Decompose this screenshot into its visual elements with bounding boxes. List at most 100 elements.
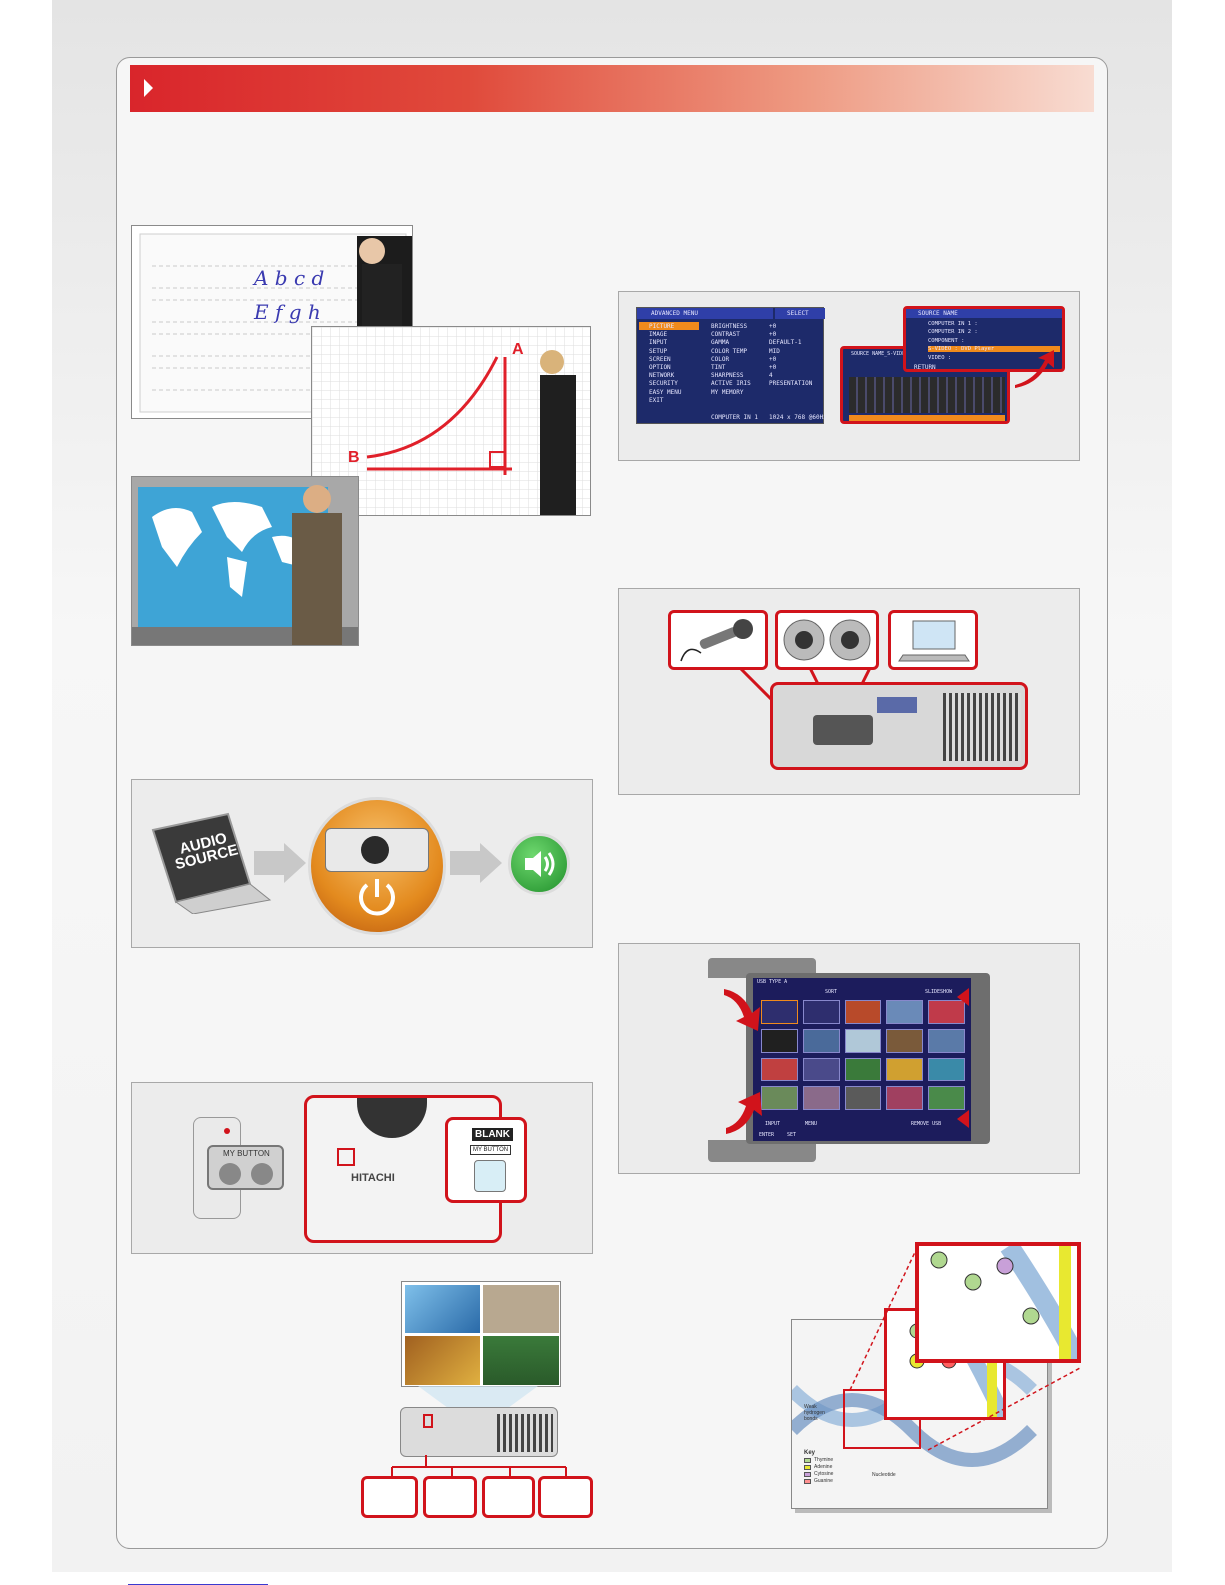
advanced-menu-right-item[interactable]: BRIGHTNESS (711, 323, 748, 330)
projector-small (400, 1407, 558, 1457)
advanced-menu-select: SELECT (787, 310, 809, 317)
advanced-menu-right-value: +0 (769, 364, 777, 371)
advanced-menu-right-item[interactable]: CONTRAST (711, 331, 740, 339)
usb-thumbnail-grid (761, 1000, 965, 1110)
dna-key-swatch (804, 1458, 811, 1463)
my-button-label: MY BUTTON (223, 1149, 270, 1158)
source-name-item[interactable]: COMPUTER IN 2 : (928, 329, 978, 336)
advanced-menu-right-value: +0 (769, 323, 777, 330)
advanced-menu-right-item[interactable]: COLOR (711, 355, 730, 363)
usb-enter: ENTER (759, 1132, 775, 1138)
board-text-row2: E f g h (254, 300, 321, 324)
advanced-menu-left-item[interactable]: SECURITY (649, 380, 678, 388)
dna-key-label: Cytosine (814, 1471, 834, 1477)
header-bar (130, 65, 1094, 112)
dna-weak-bonds: Weak hydrogen bonds (804, 1404, 825, 1422)
laptop-box (888, 610, 978, 670)
advanced-menu-right-item[interactable]: COLOR TEMP (711, 347, 748, 355)
microphone-icon (680, 619, 753, 662)
advanced-menu-left-item[interactable]: PICTURE (649, 323, 675, 330)
graph-label-a: A (512, 341, 524, 358)
blank-button-callout: BLANK MY BUTTON (445, 1117, 527, 1203)
world-map (132, 485, 358, 645)
laptop-audio-source-icon (151, 812, 272, 914)
dna-key-label: Guanine (814, 1478, 833, 1484)
projector-top-view: HITACHI (304, 1095, 502, 1243)
advanced-menu-right-item[interactable]: GAMMA (711, 339, 730, 347)
advanced-menu-right-value: +0 (769, 331, 777, 339)
pc-4 (538, 1476, 593, 1518)
advanced-menu-left-item[interactable]: EXIT (649, 396, 664, 404)
laptop-icon (898, 620, 970, 662)
usb-input: INPUT (765, 1121, 781, 1127)
graph-label-b: B (348, 449, 360, 466)
usb-back-grey-bottom (708, 1140, 816, 1162)
advanced-menu-left-item[interactable]: NETWORK (649, 372, 675, 380)
source-name-item[interactable]: COMPUTER IN 1 : (928, 321, 978, 327)
advanced-menu-left-item[interactable]: INPUT (649, 339, 668, 347)
advanced-menu-right-item[interactable]: ACTIVE IRIS (711, 380, 751, 388)
usb-remove: REMOVE USB (911, 1121, 942, 1127)
advanced-menu-left-item[interactable]: SETUP (649, 347, 668, 355)
advanced-menu-left-item[interactable]: IMAGE (649, 331, 668, 339)
source-name-back-title: SOURCE NAME_S-VIDEO (851, 351, 909, 357)
arrow-right-icon-2 (450, 843, 502, 883)
advanced-menu-right-value: +0 (769, 355, 777, 363)
projector-rear-panel (770, 682, 1028, 770)
source-name-item[interactable]: VIDEO : (928, 354, 952, 361)
board-text-row1: A b c d (254, 266, 325, 290)
dna-key-label: Adenine (814, 1464, 833, 1470)
red-side-arrows (957, 988, 969, 1128)
advanced-menu-footer-input: COMPUTER IN 1 (711, 414, 758, 421)
pc-1 (361, 1476, 418, 1518)
usb-set: SET (787, 1132, 797, 1138)
usb-menu: MENU (805, 1121, 818, 1127)
advanced-menu-left-item[interactable]: OPTION (649, 364, 671, 371)
advanced-menu-right-item[interactable]: SHARPNESS (711, 372, 744, 380)
dna-key-swatch (804, 1472, 811, 1477)
blank-label: BLANK (472, 1128, 513, 1141)
usb-thumbnail-screen: USB TYPE A SORT SLIDESHOW INPUT MENU REM… (753, 978, 971, 1141)
advanced-menu-right-value: DEFAULT-1 (769, 339, 802, 347)
usb-slideshow: SLIDESHOW (925, 989, 953, 995)
advanced-menu-right-item[interactable]: TINT (711, 364, 726, 371)
my-button-small-label: MY BUTTON (470, 1145, 512, 1155)
advanced-menu-title: ADVANCED MENU (651, 310, 698, 317)
advanced-menu-right-value: PRESENTATION (769, 380, 813, 388)
network-lines (391, 1455, 567, 1477)
advanced-menu-right-item[interactable]: MY MEMORY (711, 388, 744, 396)
source-name-return: RETURN (914, 364, 936, 371)
speakers-box (775, 610, 879, 670)
dna-zoom-lines (849, 1250, 1081, 1451)
dna-key-swatch (804, 1465, 811, 1470)
arrow-right-icon (254, 843, 306, 883)
source-name-screen: SOURCE NAME COMPUTER IN 1 : COMPUTER IN 2… (903, 306, 1065, 372)
quad-screen (401, 1281, 561, 1387)
projection-beam (418, 1386, 538, 1408)
pc-3 (482, 1476, 535, 1518)
red-arrow-down-icon (724, 989, 760, 1031)
dna-nucleotide: Nucleotide (872, 1472, 896, 1478)
advanced-menu-footer-res: 1024 x 768 @60Hz (769, 414, 827, 421)
microphone-box (668, 610, 768, 670)
dna-key-swatch (804, 1479, 811, 1484)
world-map-photo (131, 476, 359, 646)
dna-key-title: Key (804, 1450, 816, 1456)
usb-title: USB TYPE A (757, 979, 788, 985)
speakers-icon (783, 619, 871, 661)
source-name-item[interactable]: S-VIDEO : DVD Player (928, 346, 1060, 353)
source-name-item[interactable]: COMPONENT : (928, 337, 965, 344)
advanced-menu-right-value: MID (769, 347, 780, 355)
my-button-callout: MY BUTTON (207, 1145, 284, 1190)
dna-zoom-large-art (930, 1240, 1086, 1364)
usb-sort: SORT (825, 989, 838, 995)
advanced-menu-left-item[interactable]: EASY MENU (649, 388, 682, 396)
dna-zoom-large (915, 1240, 1086, 1364)
speaker-icon (508, 833, 570, 895)
source-name-title: SOURCE NAME (918, 310, 958, 317)
pc-2 (423, 1476, 477, 1518)
advanced-menu-left-item[interactable]: SCREEN (649, 355, 671, 363)
dna-key-label: Thymine (814, 1457, 834, 1463)
advanced-menu-right-value: 4 (769, 372, 773, 380)
